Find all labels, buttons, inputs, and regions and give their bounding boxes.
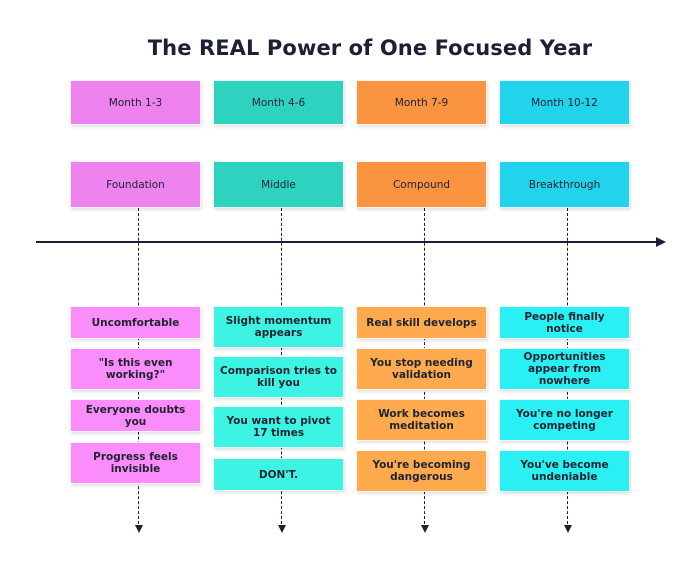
period-header: Month 4-6 <box>213 80 344 125</box>
milestone-card: Comparison tries to kill you <box>213 356 344 398</box>
diagram-title: The REAL Power of One Focused Year <box>147 36 593 60</box>
milestone-card: "Is this even working?" <box>70 348 201 390</box>
connector-arrowhead <box>134 525 143 533</box>
milestone-card: You stop needing validation <box>356 348 487 390</box>
period-header: Month 1-3 <box>70 80 201 125</box>
milestone-card: Slight momentum appears <box>213 306 344 348</box>
connector-arrowhead <box>420 525 429 533</box>
connector-arrowhead <box>563 525 572 533</box>
milestone-card: Real skill develops <box>356 306 487 339</box>
timeline-axis <box>36 241 656 243</box>
milestone-card: Everyone doubts you <box>70 399 201 432</box>
connector-arrowhead <box>277 525 286 533</box>
stage-label: Foundation <box>70 161 201 208</box>
milestone-card: Work becomes meditation <box>356 399 487 441</box>
stage-label: Compound <box>356 161 487 208</box>
stage-label: Middle <box>213 161 344 208</box>
stage-label: Breakthrough <box>499 161 630 208</box>
milestone-card: DON'T. <box>213 458 344 491</box>
milestone-card: Uncomfortable <box>70 306 201 339</box>
milestone-card: You want to pivot 17 times <box>213 406 344 448</box>
milestone-card: Opportunities appear from nowhere <box>499 348 630 390</box>
milestone-card: People finally notice <box>499 306 630 339</box>
milestone-card: You're no longer competing <box>499 399 630 441</box>
period-header: Month 7-9 <box>356 80 487 125</box>
period-header: Month 10-12 <box>499 80 630 125</box>
milestone-card: You've become undeniable <box>499 450 630 492</box>
milestone-card: Progress feels invisible <box>70 442 201 484</box>
timeline-arrowhead <box>656 237 666 247</box>
milestone-card: You're becoming dangerous <box>356 450 487 492</box>
